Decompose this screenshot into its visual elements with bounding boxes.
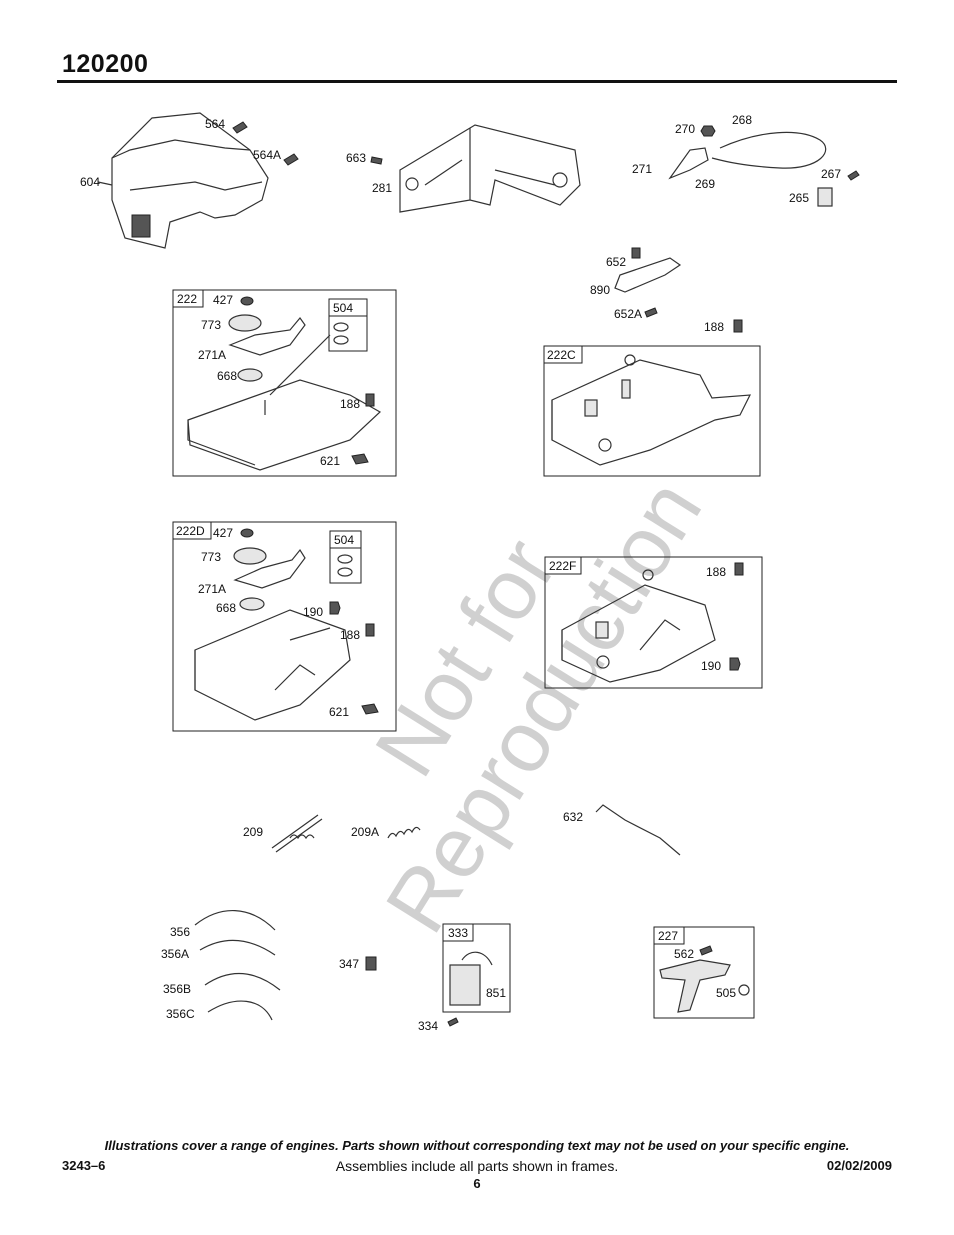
callout-190-a: 190 bbox=[303, 605, 323, 619]
callout-427-b: 427 bbox=[213, 526, 233, 540]
frame-222C bbox=[543, 345, 761, 477]
switch-851-drawing bbox=[449, 951, 493, 1006]
callout-188-top: 188 bbox=[704, 320, 724, 334]
footer-note: Illustrations cover a range of engines. … bbox=[104, 1138, 850, 1153]
callout-188-d: 188 bbox=[706, 565, 726, 579]
callout-632: 632 bbox=[563, 810, 583, 824]
frame-504-a bbox=[328, 298, 368, 352]
callout-209A: 209A bbox=[351, 825, 379, 839]
callout-190-b: 190 bbox=[701, 659, 721, 673]
callout-209: 209 bbox=[243, 825, 263, 839]
callout-851: 851 bbox=[486, 986, 506, 1000]
spring-209-drawing bbox=[271, 814, 323, 853]
callout-347: 347 bbox=[339, 957, 359, 971]
frame-222 bbox=[172, 289, 397, 477]
blower-housing-drawing bbox=[97, 112, 269, 249]
control-plate-222C-drawing bbox=[551, 354, 752, 466]
callout-356: 356 bbox=[170, 925, 190, 939]
callout-564: 564 bbox=[205, 117, 225, 131]
callout-268: 268 bbox=[732, 113, 752, 127]
callout-265: 265 bbox=[789, 191, 809, 205]
frame-label-504-b: 504 bbox=[334, 533, 354, 547]
callout-271A-b: 271A bbox=[198, 582, 226, 596]
spring-209A-drawing bbox=[387, 826, 421, 839]
callout-334: 334 bbox=[418, 1019, 438, 1033]
ground-wires-drawing bbox=[194, 910, 281, 1021]
callout-890: 890 bbox=[590, 283, 610, 297]
governor-link-632-drawing bbox=[595, 804, 681, 856]
callout-281: 281 bbox=[372, 181, 392, 195]
callout-604: 604 bbox=[80, 175, 100, 189]
frame-504-b bbox=[329, 530, 362, 584]
clip-347-drawing bbox=[365, 956, 377, 971]
callout-188-c: 188 bbox=[340, 628, 360, 642]
screw-564A-drawing bbox=[283, 153, 299, 166]
frame-label-504-a: 504 bbox=[333, 301, 353, 315]
screw-564-drawing bbox=[232, 121, 248, 134]
page-number: 6 bbox=[473, 1176, 481, 1191]
callout-356C: 356C bbox=[166, 1007, 195, 1021]
control-bracket-drawing bbox=[399, 124, 581, 213]
frame-222F bbox=[544, 556, 763, 689]
callout-271: 271 bbox=[632, 162, 652, 176]
screw-663-drawing bbox=[370, 156, 383, 165]
callout-668-a: 668 bbox=[217, 369, 237, 383]
frame-222D bbox=[172, 521, 397, 732]
callout-269: 269 bbox=[695, 177, 715, 191]
lever-227-drawing bbox=[659, 945, 750, 1013]
callout-652A: 652A bbox=[614, 307, 642, 321]
callout-564A: 564A bbox=[253, 148, 281, 162]
callout-663: 663 bbox=[346, 151, 366, 165]
frame-label-333: 333 bbox=[448, 926, 468, 940]
doc-date: 02/02/2009 bbox=[826, 1158, 892, 1173]
callout-356B: 356B bbox=[163, 982, 191, 996]
control-plate-222-drawing bbox=[187, 296, 382, 471]
callout-267: 267 bbox=[821, 167, 841, 181]
control-plate-222F-drawing bbox=[561, 562, 744, 683]
frame-333 bbox=[442, 923, 511, 1013]
frame-label-227: 227 bbox=[658, 929, 678, 943]
title-divider bbox=[57, 80, 897, 83]
callout-427-a: 427 bbox=[213, 293, 233, 307]
callout-773-a: 773 bbox=[201, 318, 221, 332]
callout-621-a: 621 bbox=[320, 454, 340, 468]
frame-label-222C: 222C bbox=[547, 348, 576, 362]
doc-number: 3243–6 bbox=[62, 1158, 106, 1173]
callout-562: 562 bbox=[674, 947, 694, 961]
assemblies-note: Assemblies include all parts shown in fr… bbox=[335, 1158, 619, 1174]
screw-188-drawing bbox=[733, 319, 743, 333]
callout-188-a: 188 bbox=[340, 397, 360, 411]
callout-505: 505 bbox=[716, 986, 736, 1000]
frame-label-222F: 222F bbox=[549, 559, 576, 573]
page-title: 120200 bbox=[62, 50, 149, 78]
callout-773-b: 773 bbox=[201, 550, 221, 564]
callout-652: 652 bbox=[606, 255, 626, 269]
callout-271A-a: 271A bbox=[198, 348, 226, 362]
callout-356A: 356A bbox=[161, 947, 189, 961]
throttle-cable-drawing bbox=[668, 125, 860, 207]
screw-334-drawing bbox=[447, 1017, 459, 1027]
frame-label-222D: 222D bbox=[176, 524, 205, 538]
bracket-890-drawing bbox=[614, 247, 682, 318]
callout-621-b: 621 bbox=[329, 705, 349, 719]
control-plate-222D-drawing bbox=[194, 528, 379, 721]
callout-668-b: 668 bbox=[216, 601, 236, 615]
callout-270: 270 bbox=[675, 122, 695, 136]
frame-227 bbox=[653, 926, 755, 1019]
frame-label-222: 222 bbox=[177, 292, 197, 306]
